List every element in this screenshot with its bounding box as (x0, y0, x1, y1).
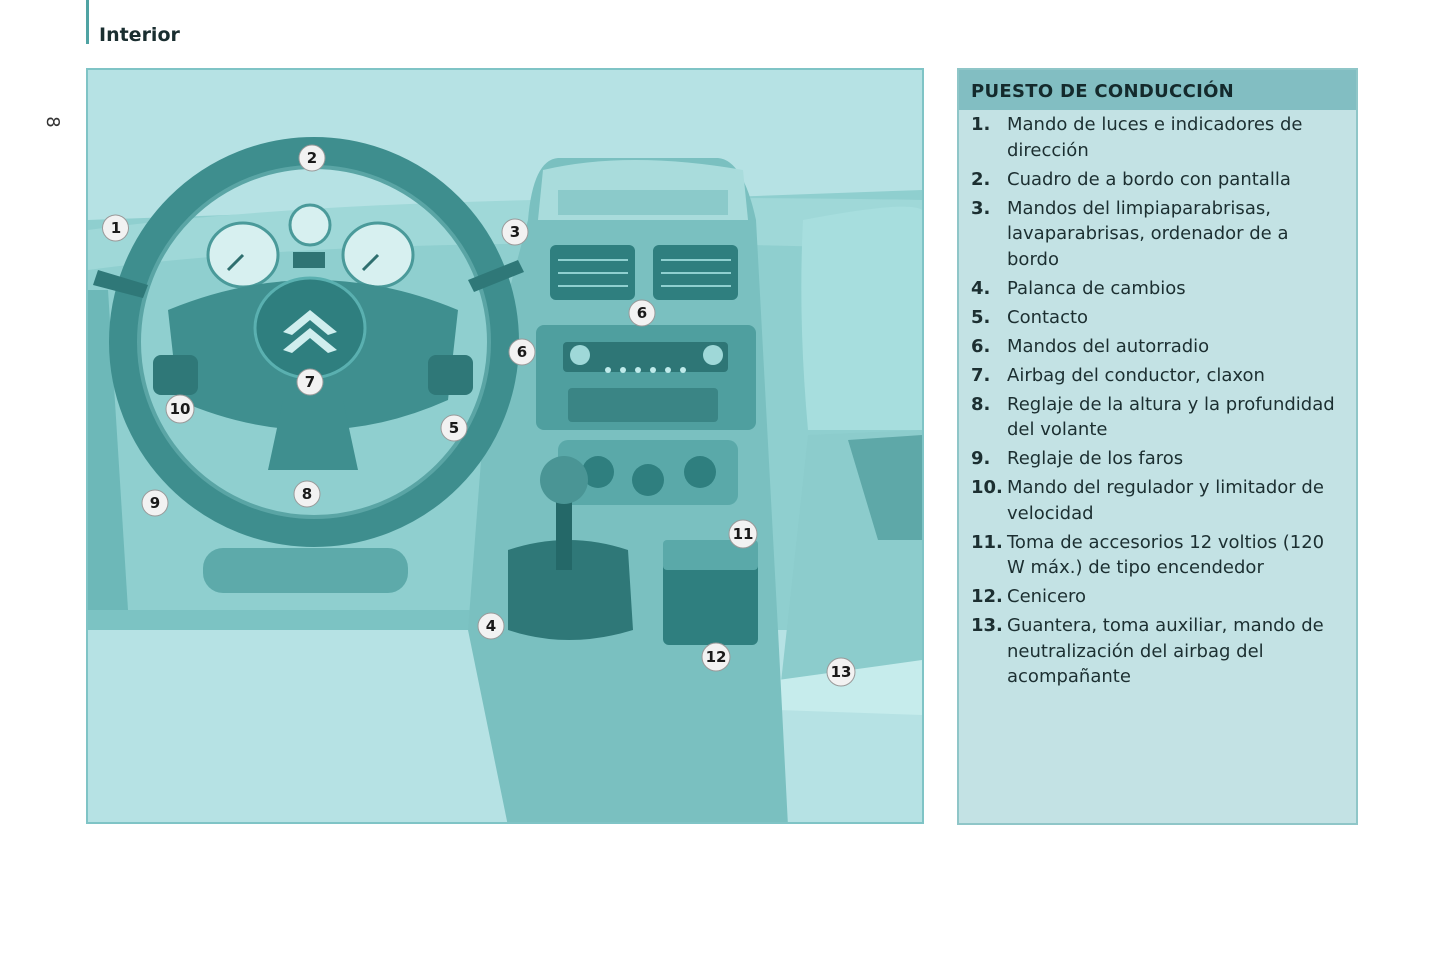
page-number: 8 (42, 112, 62, 132)
list-item: 11.Toma de accesorios 12 voltios (120 W … (971, 530, 1346, 581)
list-item: 7.Airbag del conductor, claxon (971, 363, 1346, 389)
dashboard-drawing: 1 2 3 4 5 6 6 7 8 9 10 11 12 13 (88, 70, 922, 822)
list-item: 5.Contacto (971, 305, 1346, 331)
callout-2: 2 (307, 149, 317, 167)
list-item: 6.Mandos del autorradio (971, 334, 1346, 360)
panel-title: PUESTO DE CONDUCCIÓN (959, 70, 1356, 110)
callout-4: 4 (486, 617, 496, 635)
callout-9: 9 (150, 494, 160, 512)
section-accent-bar (86, 0, 89, 44)
section-title: Interior (99, 24, 180, 46)
callout-5: 5 (449, 419, 459, 437)
callout-6-left: 6 (517, 343, 527, 361)
callout-13: 13 (831, 663, 852, 681)
callout-7: 7 (305, 373, 315, 391)
legend-list: 1.Mando de luces e indicadores de direcc… (959, 110, 1356, 690)
list-item: 3.Mandos del limpiaparabrisas, lavaparab… (971, 196, 1346, 273)
list-item: 1.Mando de luces e indicadores de direcc… (971, 112, 1346, 163)
callout-6-top: 6 (637, 304, 647, 322)
list-item: 10.Mando del regulador y limitador de ve… (971, 475, 1346, 526)
callout-11: 11 (733, 525, 754, 543)
callout-3: 3 (510, 223, 520, 241)
callout-1: 1 (111, 219, 121, 237)
list-item: 12.Cenicero (971, 584, 1346, 610)
list-item: 9.Reglaje de los faros (971, 446, 1346, 472)
dashboard-illustration: 1 2 3 4 5 6 6 7 8 9 10 11 12 13 (86, 68, 924, 824)
callout-10: 10 (170, 400, 191, 418)
list-item: 2.Cuadro de a bordo con pantalla (971, 167, 1346, 193)
list-item: 4.Palanca de cambios (971, 276, 1346, 302)
list-item: 13.Guantera, toma auxiliar, mando de neu… (971, 613, 1346, 690)
callout-8: 8 (302, 485, 312, 503)
legend-panel: PUESTO DE CONDUCCIÓN 1.Mando de luces e … (957, 68, 1358, 825)
callout-12: 12 (706, 648, 727, 666)
list-item: 8.Reglaje de la altura y la profundidad … (971, 392, 1346, 443)
